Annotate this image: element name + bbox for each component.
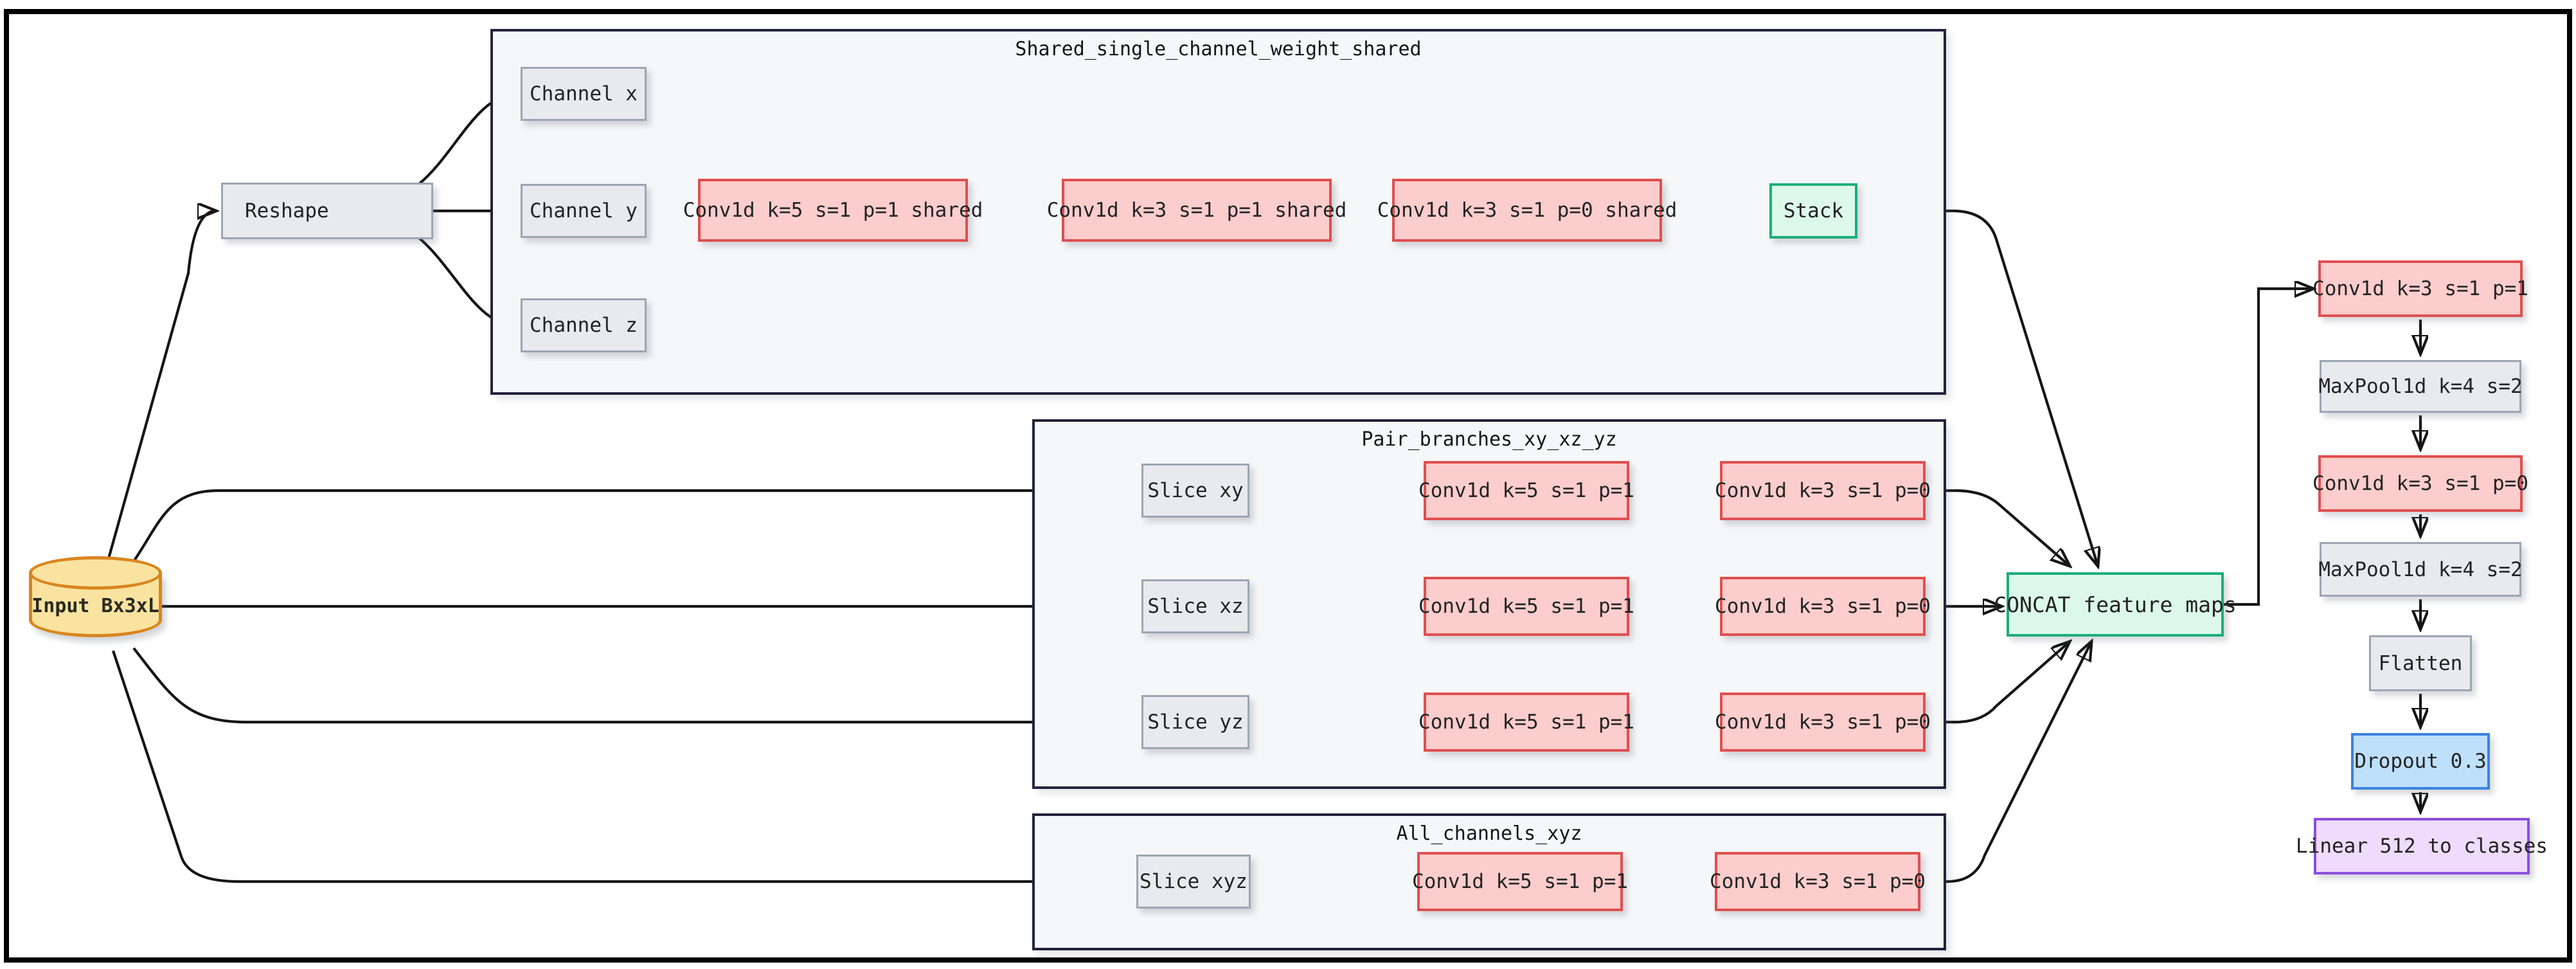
node-slice-yz: Slice yz xyxy=(1141,695,1249,749)
node-head-maxpool2: MaxPool1d k=4 s=2 xyxy=(2318,542,2523,597)
edge-xyz-concat xyxy=(1920,642,2091,883)
node-conv-xz-1: Conv1d k=5 s=1 p=1 xyxy=(1418,577,1634,636)
node-conv-xz-2: Conv1d k=3 s=1 p=0 xyxy=(1715,577,1931,636)
node-conv-xyz-1: Conv1d k=5 s=1 p=1 xyxy=(1412,852,1628,911)
node-conv-yz-1: Conv1d k=5 s=1 p=1 xyxy=(1418,693,1634,752)
cluster-all-title: All_channels_xyz xyxy=(1396,822,1582,845)
node-slice-xz: Slice xz xyxy=(1141,579,1249,633)
node-head-flatten: Flatten xyxy=(2369,635,2472,691)
input-label: Input Bx3xL xyxy=(31,595,159,617)
node-head-dropout: Dropout 0.3 xyxy=(2351,733,2490,790)
node-stack: Stack xyxy=(1769,183,1857,239)
node-slice-xyz: Slice xyz xyxy=(1136,855,1251,909)
edge-concat-head xyxy=(2224,289,2313,606)
node-conv-yz-2: Conv1d k=3 s=1 p=0 xyxy=(1715,693,1931,752)
node-head-conv1: Conv1d k=3 s=1 p=1 xyxy=(2312,260,2528,317)
node-conv-xyz-2: Conv1d k=3 s=1 p=0 xyxy=(1710,852,1926,911)
edge-yz-concat xyxy=(1926,642,2070,724)
node-conv-shared-1: Conv1d k=5 s=1 p=1 shared xyxy=(683,179,983,242)
node-conv-xy-1: Conv1d k=5 s=1 p=1 xyxy=(1418,461,1634,520)
node-channel-y: Channel y xyxy=(521,184,647,238)
edge-input-slice-xy xyxy=(131,491,1136,565)
cluster-pairs-title: Pair_branches_xy_xz_yz xyxy=(1361,428,1617,451)
node-channel-z: Channel z xyxy=(521,298,647,352)
node-head-maxpool1: MaxPool1d k=4 s=2 xyxy=(2318,360,2523,413)
node-reshape: Reshape xyxy=(221,183,433,239)
node-concat: CONCAT feature maps xyxy=(1994,572,2237,637)
input-cylinder-top xyxy=(29,556,162,590)
edge-xy-concat xyxy=(1926,489,2070,566)
cluster-shared-title: Shared_single_channel_weight_shared xyxy=(1015,38,1422,60)
node-slice-xy: Slice xy xyxy=(1141,464,1249,518)
edge-input-slice-xyz xyxy=(112,650,1131,882)
node-head-linear: Linear 512 to classes xyxy=(2296,818,2548,874)
edge-input-slice-yz xyxy=(132,647,1136,722)
node-conv-xy-2: Conv1d k=3 s=1 p=0 xyxy=(1715,461,1931,520)
edge-stack-concat xyxy=(1857,209,2098,566)
node-channel-x: Channel x xyxy=(521,67,647,121)
edge-input-reshape xyxy=(106,211,216,561)
node-head-conv2: Conv1d k=3 s=1 p=0 xyxy=(2312,455,2528,512)
node-conv-shared-3: Conv1d k=3 s=1 p=0 shared xyxy=(1377,179,1677,242)
node-conv-shared-2: Conv1d k=3 s=1 p=1 shared xyxy=(1047,179,1346,242)
